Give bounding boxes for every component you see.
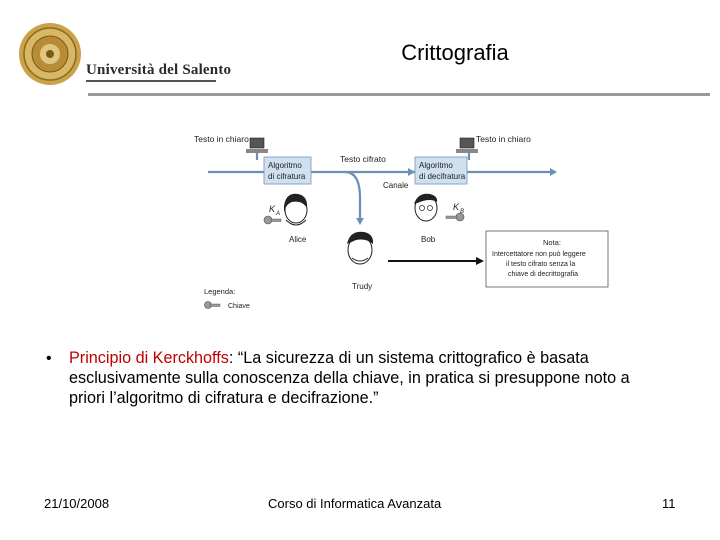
kerckhoffs-label: Principio di Kerckhoffs [69, 349, 229, 367]
encrypt-label-1: Algoritmo [268, 161, 302, 170]
channel-label: Canale [383, 181, 409, 190]
key-a-label: K [269, 204, 276, 214]
computer-right-icon [456, 137, 478, 153]
university-name: Università del Salento [86, 62, 232, 78]
plaintext-right-label: Testo in chiaro [476, 134, 531, 144]
university-seal-logo [19, 23, 81, 85]
note-box [485, 230, 609, 288]
plaintext-left-label: Testo in chiaro [194, 134, 249, 144]
key-b-subscript: B [460, 209, 464, 215]
key-b-label: K [453, 202, 460, 212]
bob-label: Bob [421, 235, 436, 244]
footer-course: Corso di Informatica Avanzata [268, 496, 442, 511]
decrypt-label-2: di decifratura [419, 172, 466, 181]
bullet-marker: • [46, 350, 52, 367]
bob-figure-icon [414, 193, 438, 222]
ciphertext-label: Testo cifrato [340, 154, 386, 164]
principle-paragraph: Principio di Kerckhoffs: “La sicurezza d… [69, 348, 669, 408]
footer-date: 21/10/2008 [44, 496, 110, 511]
note-line-1: Intercettatore non può leggere [492, 251, 586, 258]
alice-label: Alice [289, 235, 307, 244]
decrypt-box [414, 156, 468, 185]
computer-left-icon [246, 137, 268, 153]
footer-page-number: 11 [662, 496, 676, 511]
note-line-2: il testo cifrato senza la [506, 261, 575, 268]
principle-text: : “La sicurezza di un sistema crittograf… [69, 349, 630, 407]
arrow-to-decrypt [408, 168, 415, 176]
legend-title: Legenda: [204, 287, 235, 296]
crypto-diagram: Testo in chiaro Testo in chiaro Testo ci… [194, 134, 609, 310]
trudy-figure-icon [347, 231, 374, 265]
alice-figure-icon [284, 193, 308, 226]
university-underline [86, 80, 216, 82]
key-a-subscript: A [275, 211, 280, 217]
arrow-to-plaintext [550, 168, 557, 176]
key-b-icon [445, 212, 465, 222]
arrow-to-trudy [356, 218, 364, 225]
trudy-label: Trudy [352, 282, 372, 291]
encrypt-box [263, 156, 312, 185]
encrypt-label-2: di cifratura [268, 172, 306, 181]
arrow-head-note [476, 257, 484, 265]
title-divider [88, 93, 710, 96]
legend-key-label: Chiave [228, 303, 250, 310]
key-a-icon [263, 215, 282, 225]
legend-key-icon [204, 301, 221, 309]
slide-title: Crittografia [401, 40, 509, 65]
note-title: Nota: [543, 238, 561, 247]
decrypt-label-1: Algoritmo [419, 161, 453, 170]
note-line-3: chiave di decrittografia [508, 271, 578, 278]
